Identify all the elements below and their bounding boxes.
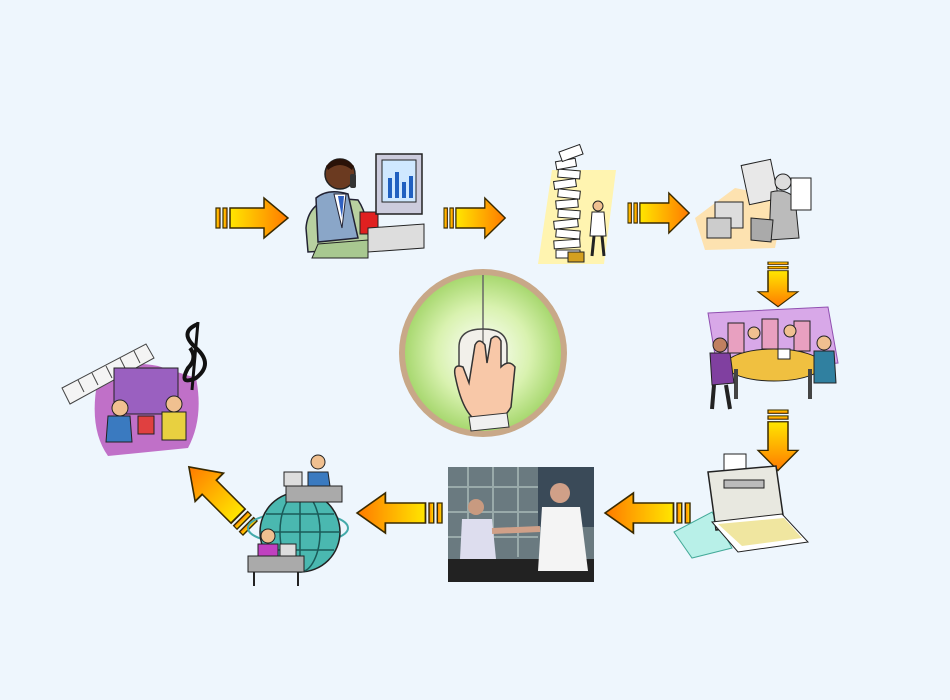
handshake-photo-icon — [448, 467, 594, 582]
arrow-right-1 — [215, 197, 289, 239]
hand-on-mouse-icon[interactable] — [397, 267, 569, 439]
arrow-down-1 — [757, 261, 799, 308]
music-entertainment-icon — [61, 321, 207, 456]
businessman-phone-computer-icon — [305, 153, 425, 259]
arrow-right-2 — [443, 197, 506, 239]
globe-operators-icon — [247, 454, 349, 586]
arrow-left-2 — [356, 492, 443, 534]
paper-stack-icon — [538, 143, 616, 264]
meeting-table-icon — [707, 306, 839, 410]
office-workers-icon — [695, 158, 812, 250]
arrow-right-3 — [627, 192, 690, 234]
printer-icon — [673, 453, 810, 559]
